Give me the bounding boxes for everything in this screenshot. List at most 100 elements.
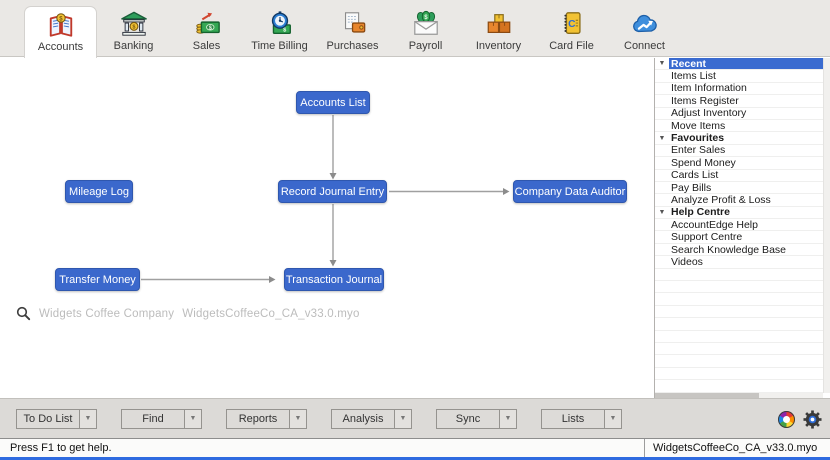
sidebar-item-videos[interactable]: Videos — [655, 256, 823, 269]
tab-label: Payroll — [408, 40, 443, 52]
settings-gear-icon[interactable] — [803, 409, 822, 429]
lists-dropdown-button[interactable]: ▼ — [605, 408, 622, 429]
sidebar-item-label: Adjust Inventory — [671, 107, 747, 120]
sidebar-item-items-register[interactable]: Items Register — [655, 94, 823, 108]
sidebar-item-analyze-profit-loss[interactable]: Analyze Profit & Loss — [655, 194, 823, 207]
to-do-list-button[interactable]: To Do List — [16, 408, 80, 429]
sidebar-item-search-knowledge-base[interactable]: Search Knowledge Base — [655, 244, 823, 257]
bottom-group-analysis: Analysis▼ — [331, 408, 412, 429]
search-icon[interactable] — [16, 306, 31, 321]
sidebar-item-adjust-inventory[interactable]: Adjust Inventory — [655, 107, 823, 120]
company-name: Widgets Coffee Company — [39, 307, 175, 320]
flow-node-company-data-auditor[interactable]: Company Data Auditor — [513, 180, 627, 203]
svg-text:$: $ — [59, 16, 63, 22]
tab-accounts[interactable]: $Accounts — [24, 6, 97, 58]
scrollbar-thumb[interactable] — [655, 393, 760, 398]
sidebar-section-label: Recent — [669, 58, 823, 70]
tab-banking[interactable]: $ Banking — [97, 0, 170, 57]
to-do-list-dropdown-button[interactable]: ▼ — [80, 408, 97, 429]
collapse-triangle-icon[interactable]: ▼ — [658, 208, 666, 216]
status-filename: WidgetsCoffeeCo_CA_v33.0.myo — [653, 442, 818, 454]
tab-connect[interactable]: Connect — [608, 0, 681, 57]
sidebar-item-label: Support Centre — [671, 231, 743, 244]
sidebar-empty-row — [655, 343, 823, 356]
flowchart-area: Accounts List Mileage Log Record Journal… — [0, 58, 654, 398]
sidebar-item-pay-bills[interactable]: Pay Bills — [655, 182, 823, 195]
flow-connector-arrows — [141, 115, 510, 283]
analysis-button[interactable]: Analysis — [331, 408, 395, 429]
sidebar-item-label: Analyze Profit & Loss — [671, 194, 771, 206]
tab-card-file[interactable]: C Card File — [535, 0, 608, 57]
tab-label: Connect — [624, 40, 665, 52]
toolbar-tabs: $Accounts $ Banking $ Sales $ Time Billin… — [0, 0, 830, 58]
sidebar-horizontal-scrollbar[interactable] — [655, 393, 823, 398]
svg-text:$: $ — [208, 26, 212, 32]
window-accent-strip — [0, 457, 830, 460]
tab-label: Purchases — [326, 40, 379, 52]
sidebar-item-item-information[interactable]: Item Information — [655, 82, 823, 96]
sidebar-item-cards-list[interactable]: Cards List — [655, 169, 823, 182]
flow-node-mileage-log[interactable]: Mileage Log — [65, 180, 133, 203]
sidebar-empty-row — [655, 380, 823, 393]
lists-button[interactable]: Lists — [541, 408, 605, 429]
collapse-triangle-icon[interactable]: ▼ — [658, 60, 666, 68]
sales-icon: $ — [192, 8, 222, 38]
tab-payroll[interactable]: $ Payroll — [389, 0, 462, 57]
payroll-icon: $ — [411, 8, 441, 38]
flow-node-record-journal-entry[interactable]: Record Journal Entry — [278, 180, 387, 203]
flow-node-accounts-list[interactable]: Accounts List — [296, 91, 370, 114]
collapse-triangle-icon[interactable]: ▼ — [658, 134, 666, 142]
svg-text:$: $ — [424, 15, 428, 21]
sidebar-item-label: Cards List — [671, 169, 719, 182]
sidebar-item-support-centre[interactable]: Support Centre — [655, 231, 823, 244]
status-bar: Press F1 to get help. WidgetsCoffeeCo_CA… — [0, 438, 830, 457]
flow-node-transaction-journal[interactable]: Transaction Journal — [284, 268, 384, 291]
reports-dropdown-button[interactable]: ▼ — [290, 408, 307, 429]
bottom-group-reports: Reports▼ — [226, 408, 307, 429]
sidebar-item-spend-money[interactable]: Spend Money — [655, 156, 823, 170]
sidebar-item-recent[interactable]: ▼Recent — [655, 58, 823, 71]
sidebar-empty-row — [655, 306, 823, 319]
accounts-icon: $ — [46, 9, 76, 39]
sidebar-item-accountedge-help[interactable]: AccountEdge Help — [655, 218, 823, 232]
svg-text:C: C — [568, 19, 576, 30]
svg-text:$: $ — [132, 25, 136, 31]
sidebar-item-enter-sales[interactable]: Enter Sales — [655, 144, 823, 158]
tab-label: Time Billing — [251, 40, 308, 52]
time-billing-icon: $ — [265, 8, 295, 38]
reports-button[interactable]: Reports — [226, 408, 290, 429]
sidebar-empty-row — [655, 331, 823, 343]
sidebar-item-label: Item Information — [671, 82, 747, 95]
sidebar-item-label: AccountEdge Help — [671, 218, 758, 231]
tab-sales[interactable]: $ Sales — [170, 0, 243, 57]
sidebar-item-label: Spend Money — [671, 156, 736, 169]
sync-button[interactable]: Sync — [436, 408, 500, 429]
bottom-group-sync: Sync▼ — [436, 408, 517, 429]
tab-inventory[interactable]: Inventory — [462, 0, 535, 57]
sidebar-item-move-items[interactable]: Move Items — [655, 120, 823, 133]
sidebar-item-items-list[interactable]: Items List — [655, 70, 823, 83]
sidebar-section-label: Help Centre — [671, 206, 730, 219]
find-button[interactable]: Find — [121, 408, 185, 429]
flow-node-transfer-money[interactable]: Transfer Money — [55, 268, 140, 291]
analysis-dropdown-button[interactable]: ▼ — [395, 408, 412, 429]
color-wheel-icon[interactable] — [778, 410, 795, 428]
sidebar-item-label: Items Register — [671, 94, 739, 107]
sidebar-empty-row — [655, 269, 823, 282]
connect-icon — [630, 8, 660, 38]
find-dropdown-button[interactable]: ▼ — [185, 408, 202, 429]
sync-dropdown-button[interactable]: ▼ — [500, 408, 517, 429]
tab-time-billing[interactable]: $ Time Billing — [243, 0, 316, 57]
status-bar-right: WidgetsCoffeeCo_CA_v33.0.myo — [645, 439, 830, 457]
banking-icon: $ — [119, 8, 149, 38]
card-file-icon: C — [557, 8, 587, 38]
sidebar-vertical-scrollbar[interactable] — [823, 58, 830, 393]
status-help-text: Press F1 to get help. — [10, 442, 112, 454]
sidebar-item-favourites[interactable]: ▼Favourites — [655, 132, 823, 145]
sidebar-item-label: Items List — [671, 70, 716, 83]
bottom-toolbar-icons — [778, 399, 822, 439]
tab-label: Banking — [113, 40, 154, 52]
tab-purchases[interactable]: Purchases — [316, 0, 389, 57]
sidebar-item-help-centre[interactable]: ▼ Help Centre — [655, 206, 823, 220]
